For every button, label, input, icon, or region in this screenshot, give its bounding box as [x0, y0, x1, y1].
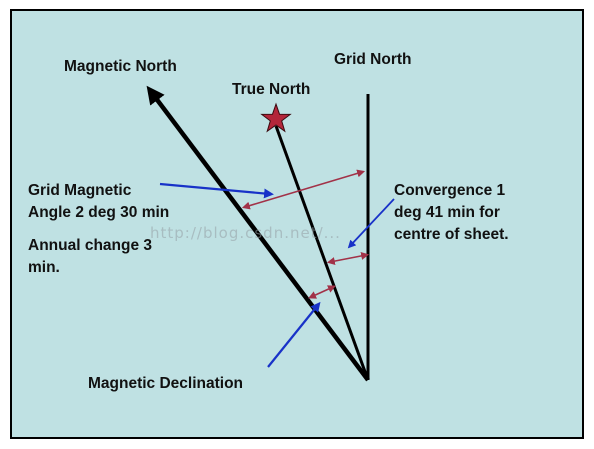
true-north-star-icon [260, 102, 292, 133]
true-north-label: True North [232, 81, 311, 98]
diagram-background [12, 11, 582, 437]
convergence-line-3: centre of sheet. [394, 226, 509, 243]
annual-change-line-2: min. [28, 259, 60, 276]
convergence-label: Convergence 1 deg 41 min for centre of s… [394, 180, 509, 246]
convergence-line-2: deg 41 min for [394, 204, 500, 221]
annual-change-label: Annual change 3 min. [28, 235, 152, 279]
convergence-line-1: Convergence 1 [394, 182, 506, 199]
convergence-pointer-arrow [347, 198, 395, 249]
declination-pointer-arrow [267, 301, 321, 368]
true-north-line [274, 125, 370, 381]
grid-magnetic-angle-label: Grid Magnetic Angle 2 deg 30 min [28, 180, 169, 224]
grid-north-label: Grid North [334, 51, 412, 68]
grid-magnetic-angle-line-1: Grid Magnetic [28, 182, 132, 199]
annual-change-line-1: Annual change 3 [28, 237, 153, 254]
watermark-text: http://blog.csdn.net/... [150, 224, 341, 242]
magnetic-declination-label: Magnetic Declination [88, 375, 244, 392]
grid-magnetic-angle-line-2: Angle 2 deg 30 min [28, 204, 170, 221]
magnetic-north-line [146, 85, 370, 382]
grid-magnetic-pointer-arrow [159, 182, 274, 199]
grid-magnetic-angle-arrow [241, 169, 366, 210]
diagram-frame [10, 9, 584, 439]
declination-angle-arrow [308, 285, 336, 299]
convergence-angle-arrow [326, 251, 370, 266]
magnetic-north-label: Magnetic North [64, 58, 177, 75]
